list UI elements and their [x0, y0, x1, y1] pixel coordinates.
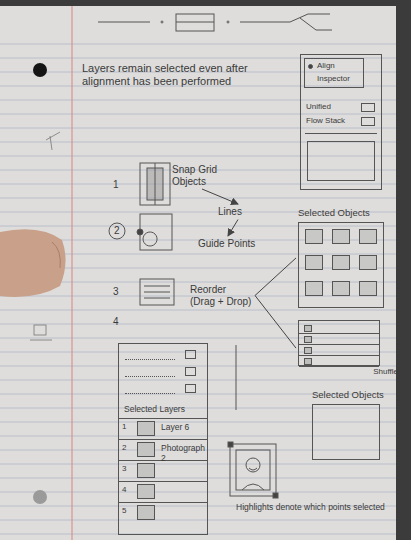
panel-option: Flow Stack: [306, 116, 345, 125]
layer-thumbnail: [137, 463, 155, 478]
row-thumbnail: [304, 325, 312, 332]
sketch-node: Selected Objects: [298, 208, 388, 308]
step-number: 3: [122, 464, 126, 473]
layer-thumbnail: [137, 484, 155, 499]
panel-option: Inspector: [317, 74, 350, 83]
step-label: Snap Grid Objects: [172, 164, 232, 187]
sketch-node: Selected LayersLayer 6 Photograph 2: [118, 343, 208, 535]
step-number: 5: [122, 506, 126, 515]
list-box: [298, 320, 380, 366]
preview-box: [307, 141, 375, 181]
divider: [305, 133, 377, 134]
panel-box: [312, 404, 380, 460]
paper: [0, 6, 396, 540]
ruled-lines: [0, 44, 396, 534]
layer-row: [119, 481, 207, 502]
sketch-node: Lines: [218, 206, 258, 218]
panel-option: Unified: [306, 102, 331, 111]
panel-box: [298, 222, 384, 308]
object-thumbnail: [359, 255, 377, 270]
connector-line: [255, 258, 296, 296]
object-thumbnail: [359, 229, 377, 244]
connector-line: [228, 220, 238, 237]
radio-dot: [308, 64, 313, 69]
sketch-node: Shuffle: [298, 320, 398, 376]
punch-hole: [33, 490, 47, 504]
layer-thumbnail: [137, 421, 155, 436]
list-note: Shuffle: [298, 367, 398, 376]
checkbox: [361, 117, 375, 126]
object-thumbnail: [332, 229, 350, 244]
sketch-node: Guide Points: [198, 238, 258, 250]
row-thumbnail: [304, 358, 312, 365]
layer-name: Layer 6: [161, 423, 189, 433]
top-sketch: [98, 14, 332, 31]
object-thumbnail: [305, 229, 323, 244]
panel-heading: Selected Layers: [124, 405, 185, 415]
layer-thumbnail: [137, 442, 155, 457]
layer-row: [119, 460, 207, 481]
connector-line: [202, 189, 238, 204]
design-note: Layers remain selected even after alignm…: [82, 62, 292, 87]
layer-row: [119, 502, 207, 523]
panel-option: Align: [317, 61, 335, 70]
step-number: 2: [114, 225, 120, 237]
panel-heading: Selected Objects: [298, 208, 388, 219]
row-icon: [185, 367, 196, 376]
row-icon: [185, 384, 196, 393]
layer-thumbnail: [137, 505, 155, 520]
sketch-node: Reorder (Drag + Drop): [190, 284, 252, 307]
caption-note: Highlights denote which points selected: [236, 503, 396, 513]
row-thumbnail: [304, 336, 312, 343]
connector-line: [255, 296, 296, 349]
step-icons: [109, 163, 278, 498]
object-thumbnail: [332, 281, 350, 296]
sketch-node: AlignInspectorUnifiedFlow Stack: [300, 54, 382, 190]
object-thumbnail: [305, 255, 323, 270]
step-number: 4: [113, 316, 119, 328]
object-thumbnail: [332, 255, 350, 270]
step-label: Lines: [218, 206, 258, 218]
step-number: 4: [122, 485, 126, 494]
step-label: Guide Points: [198, 238, 258, 250]
step-number: 1: [113, 179, 119, 191]
punch-hole: [33, 63, 47, 77]
step-number: 2: [122, 443, 126, 452]
step-number: 3: [113, 286, 119, 298]
panel-heading: Selected Objects: [312, 390, 384, 401]
scribble-row: [125, 354, 175, 360]
margin-scribble: [30, 132, 60, 340]
sketch-node: Selected Objects: [312, 390, 384, 460]
step-number: 1: [122, 422, 126, 431]
checkbox: [361, 103, 375, 112]
object-thumbnail: [359, 281, 377, 296]
step-label: Reorder (Drag + Drop): [190, 284, 252, 307]
scribble-row: [125, 371, 175, 377]
thumb-nail: [52, 242, 60, 268]
row-thumbnail: [304, 347, 312, 354]
object-thumbnail: [305, 281, 323, 296]
sketch-node: Snap Grid Objects: [172, 164, 232, 187]
thumb: [0, 229, 66, 297]
row-icon: [185, 350, 196, 359]
margin-line: [72, 6, 73, 540]
layer-name: Photograph 2: [161, 444, 207, 464]
scribble-row: [125, 388, 175, 394]
